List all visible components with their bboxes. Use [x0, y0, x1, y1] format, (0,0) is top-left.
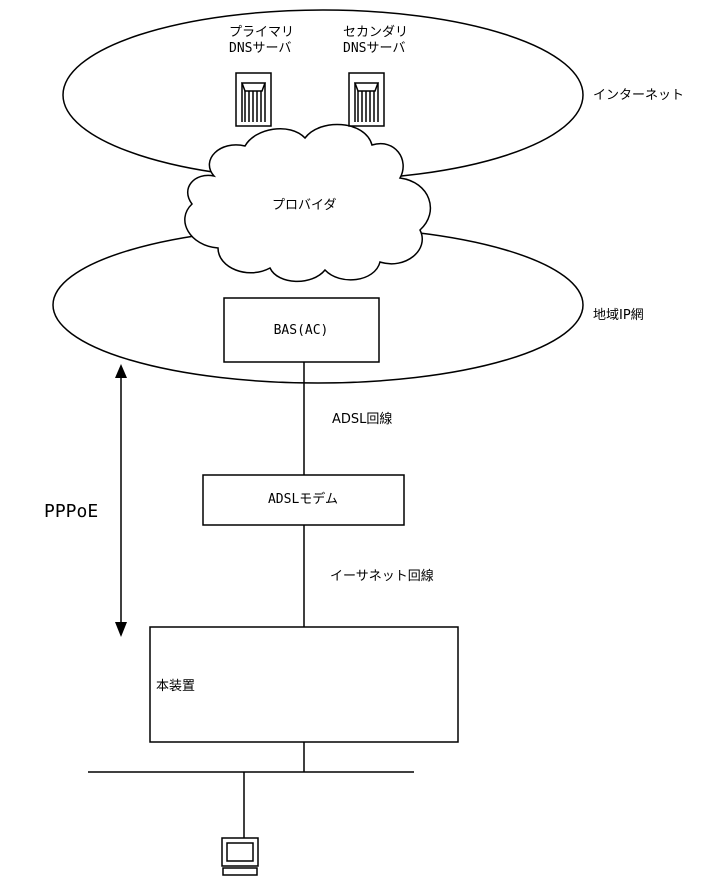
- device-box: [149, 626, 459, 743]
- provider-label: プロバイダ: [272, 198, 336, 213]
- computer-icon: [221, 837, 259, 876]
- adsl-line-label: ADSL回線: [332, 411, 392, 427]
- pppoe-arrow: [115, 364, 127, 637]
- secondary-dns-label-line1: セカンダリ: [343, 25, 408, 40]
- provider-cloud: [184, 123, 431, 283]
- ethernet-line-label: イーサネット回線: [330, 568, 434, 584]
- secondary-dns-label-line2: DNSサーバ: [343, 41, 405, 56]
- primary-dns-label-line1: プライマリ: [229, 25, 294, 40]
- regional-ip-network-label: 地域IP網: [593, 308, 644, 323]
- pppoe-label: PPPoE: [44, 501, 98, 522]
- primary-dns-server-icon: [235, 72, 272, 127]
- bas-label: BAS(AC): [274, 323, 329, 338]
- internet-label: インターネット: [593, 88, 684, 103]
- adsl-modem-label: ADSLモデム: [268, 491, 338, 507]
- device-label: 本装置: [156, 679, 195, 694]
- primary-dns-label-line2: DNSサーバ: [229, 41, 291, 56]
- secondary-dns-server-icon: [348, 72, 385, 127]
- adsl-modem-box: [202, 474, 405, 526]
- bas-box: [223, 297, 380, 363]
